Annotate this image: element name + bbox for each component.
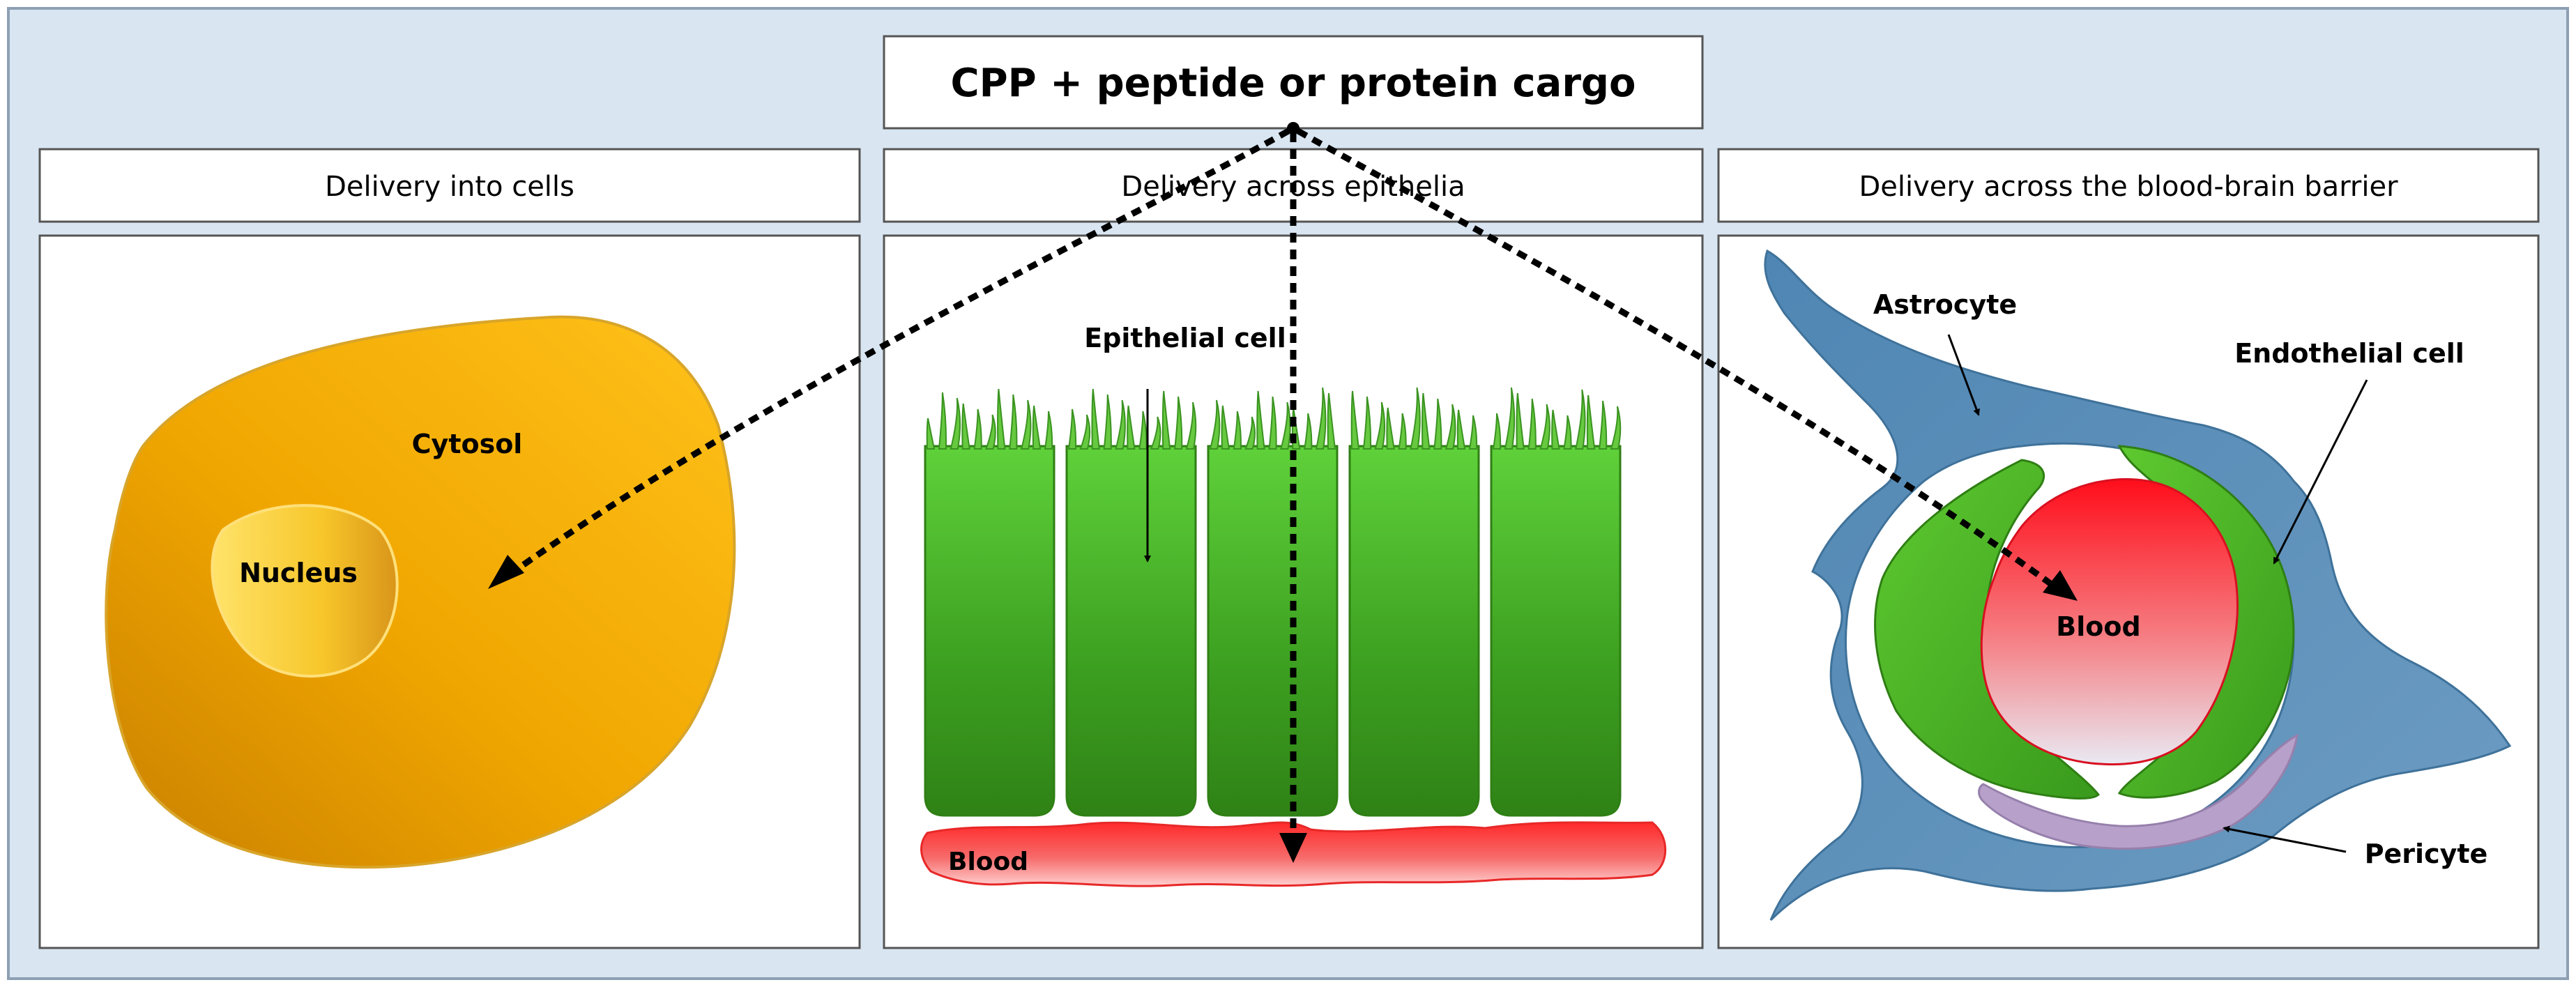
- endothelial-cell-label: Endothelial cell: [2234, 338, 2464, 369]
- endothelial-cell-pointer: [2273, 379, 2368, 565]
- title-text: CPP + peptide or protein cargo: [950, 61, 1636, 106]
- endothelial-cell-left: [1874, 459, 2101, 799]
- astrocyte-label: Astrocyte: [1873, 289, 2017, 320]
- epithelial-cell-row: [924, 387, 1622, 817]
- epithelial-cell: [1490, 445, 1622, 817]
- arrow-to-cytosol: [507, 128, 1290, 578]
- pericyte-shape: [1978, 733, 2299, 850]
- bbb-illustration: Astrocyte Endothelial cell Blood Pericyt…: [1764, 249, 2512, 921]
- heading-box-cells: [38, 148, 861, 223]
- arrow-to-blood-bbb: [1296, 128, 2055, 588]
- cpp-origin-dot: [1287, 122, 1300, 135]
- pericyte-pointer: [2223, 825, 2347, 853]
- astrocyte-shape: [1764, 249, 2512, 921]
- epithelial-cell: [1065, 445, 1197, 817]
- cpp-delivery-arrows: [488, 122, 2078, 863]
- arrowhead-blood-bbb: [2043, 570, 2078, 601]
- arrowhead-cytosol: [488, 555, 524, 589]
- epithelial-cell: [1348, 445, 1480, 817]
- microvilli: [1067, 388, 1197, 450]
- cytosol-label: Cytosol: [412, 429, 523, 459]
- epithelial-cell-label: Epithelial cell: [1084, 323, 1286, 353]
- heading-box-bbb: [1717, 148, 2540, 223]
- microvilli: [1492, 387, 1622, 450]
- cell-illustration: Cytosol Nucleus: [105, 315, 736, 869]
- cytosol-shape: [105, 315, 736, 869]
- title-box: [883, 35, 1704, 130]
- arrowhead-blood-epithelia: [1279, 833, 1307, 863]
- blood-label-bbb: Blood: [2056, 611, 2140, 642]
- nucleus-shape: [211, 504, 399, 678]
- heading-cells: Delivery into cells: [325, 171, 574, 203]
- pericyte-label: Pericyte: [2365, 839, 2488, 869]
- heading-bbb: Delivery across the blood-brain barrier: [1859, 171, 2398, 203]
- microvilli: [1350, 387, 1478, 450]
- blood-vessel-lumen: [1980, 478, 2239, 766]
- epithelial-cell: [924, 445, 1055, 817]
- microvilli: [926, 388, 1053, 450]
- epithelium-illustration: Blood Epithelial cell: [920, 323, 1667, 887]
- nucleus-label: Nucleus: [239, 558, 358, 588]
- blood-label-epithelia: Blood: [948, 848, 1028, 876]
- epithelial-cell: [1207, 445, 1339, 817]
- astrocyte-pointer: [1947, 334, 1980, 416]
